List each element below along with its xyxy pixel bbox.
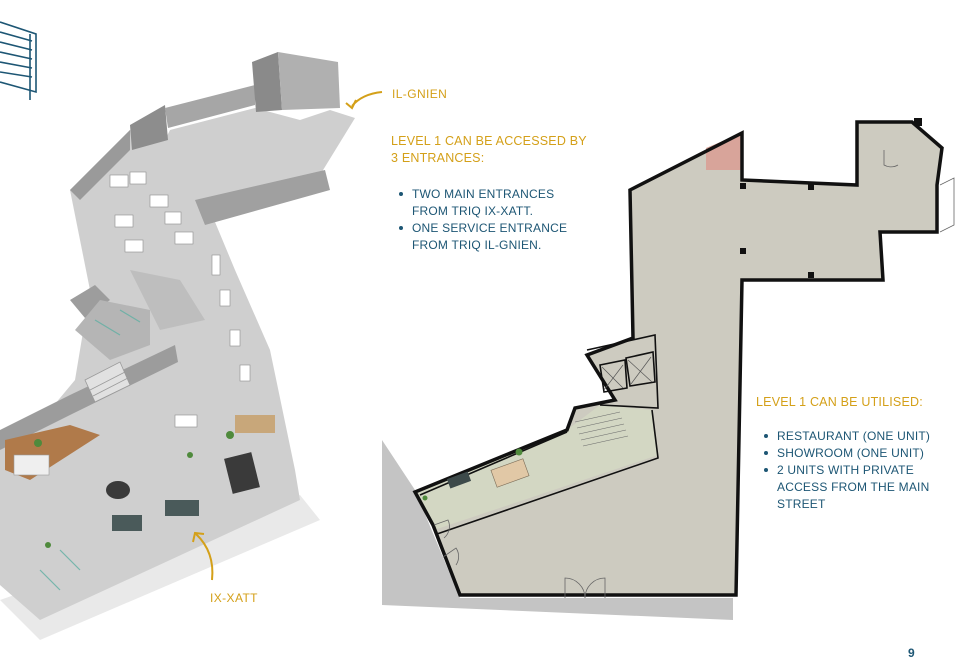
utilised-item: RESTAURANT (ONE UNIT) (763, 428, 953, 445)
utilised-item-line: ACCESS FROM THE MAIN (777, 480, 930, 494)
utilised-heading: LEVEL 1 CAN BE UTILISED: (756, 395, 923, 409)
access-item-line: FROM TRIQ IX-XATT. (412, 204, 534, 218)
building-logo-icon (0, 21, 37, 100)
entrance-arrow-icon (345, 91, 383, 110)
utilised-item-line: SHOWROOM (ONE UNIT) (777, 446, 925, 460)
isometric-floor-render (0, 52, 355, 640)
il-gnien-label: IL-GNIEN (392, 87, 448, 101)
page-number: 9 (908, 646, 915, 660)
utilised-item-line: 2 UNITS WITH PRIVATE (777, 463, 914, 477)
access-heading-line1: LEVEL 1 CAN BE ACCESSED BY (391, 134, 587, 148)
utilised-item: SHOWROOM (ONE UNIT) (763, 445, 953, 462)
access-heading: LEVEL 1 CAN BE ACCESSED BY 3 ENTRANCES: (391, 133, 601, 167)
utilised-item-line: RESTAURANT (ONE UNIT) (777, 429, 931, 443)
ix-xatt-label: IX-XATT (210, 591, 258, 605)
access-item-line: ONE SERVICE ENTRANCE (412, 221, 568, 235)
access-item-line: FROM TRIQ IL-GNIEN. (412, 238, 542, 252)
floor-plan (382, 118, 955, 620)
access-item: ONE SERVICE ENTRANCE FROM TRIQ IL-GNIEN. (398, 220, 608, 254)
utilised-list: RESTAURANT (ONE UNIT) SHOWROOM (ONE UNIT… (763, 428, 953, 513)
utilised-item-line: STREET (777, 497, 826, 511)
utilised-item: 2 UNITS WITH PRIVATE ACCESS FROM THE MAI… (763, 462, 953, 513)
access-heading-line2: 3 ENTRANCES: (391, 151, 485, 165)
entrance-arrow-icon (192, 531, 214, 581)
access-list: TWO MAIN ENTRANCES FROM TRIQ IX-XATT. ON… (398, 186, 608, 254)
access-item: TWO MAIN ENTRANCES FROM TRIQ IX-XATT. (398, 186, 608, 220)
access-item-line: TWO MAIN ENTRANCES (412, 187, 555, 201)
